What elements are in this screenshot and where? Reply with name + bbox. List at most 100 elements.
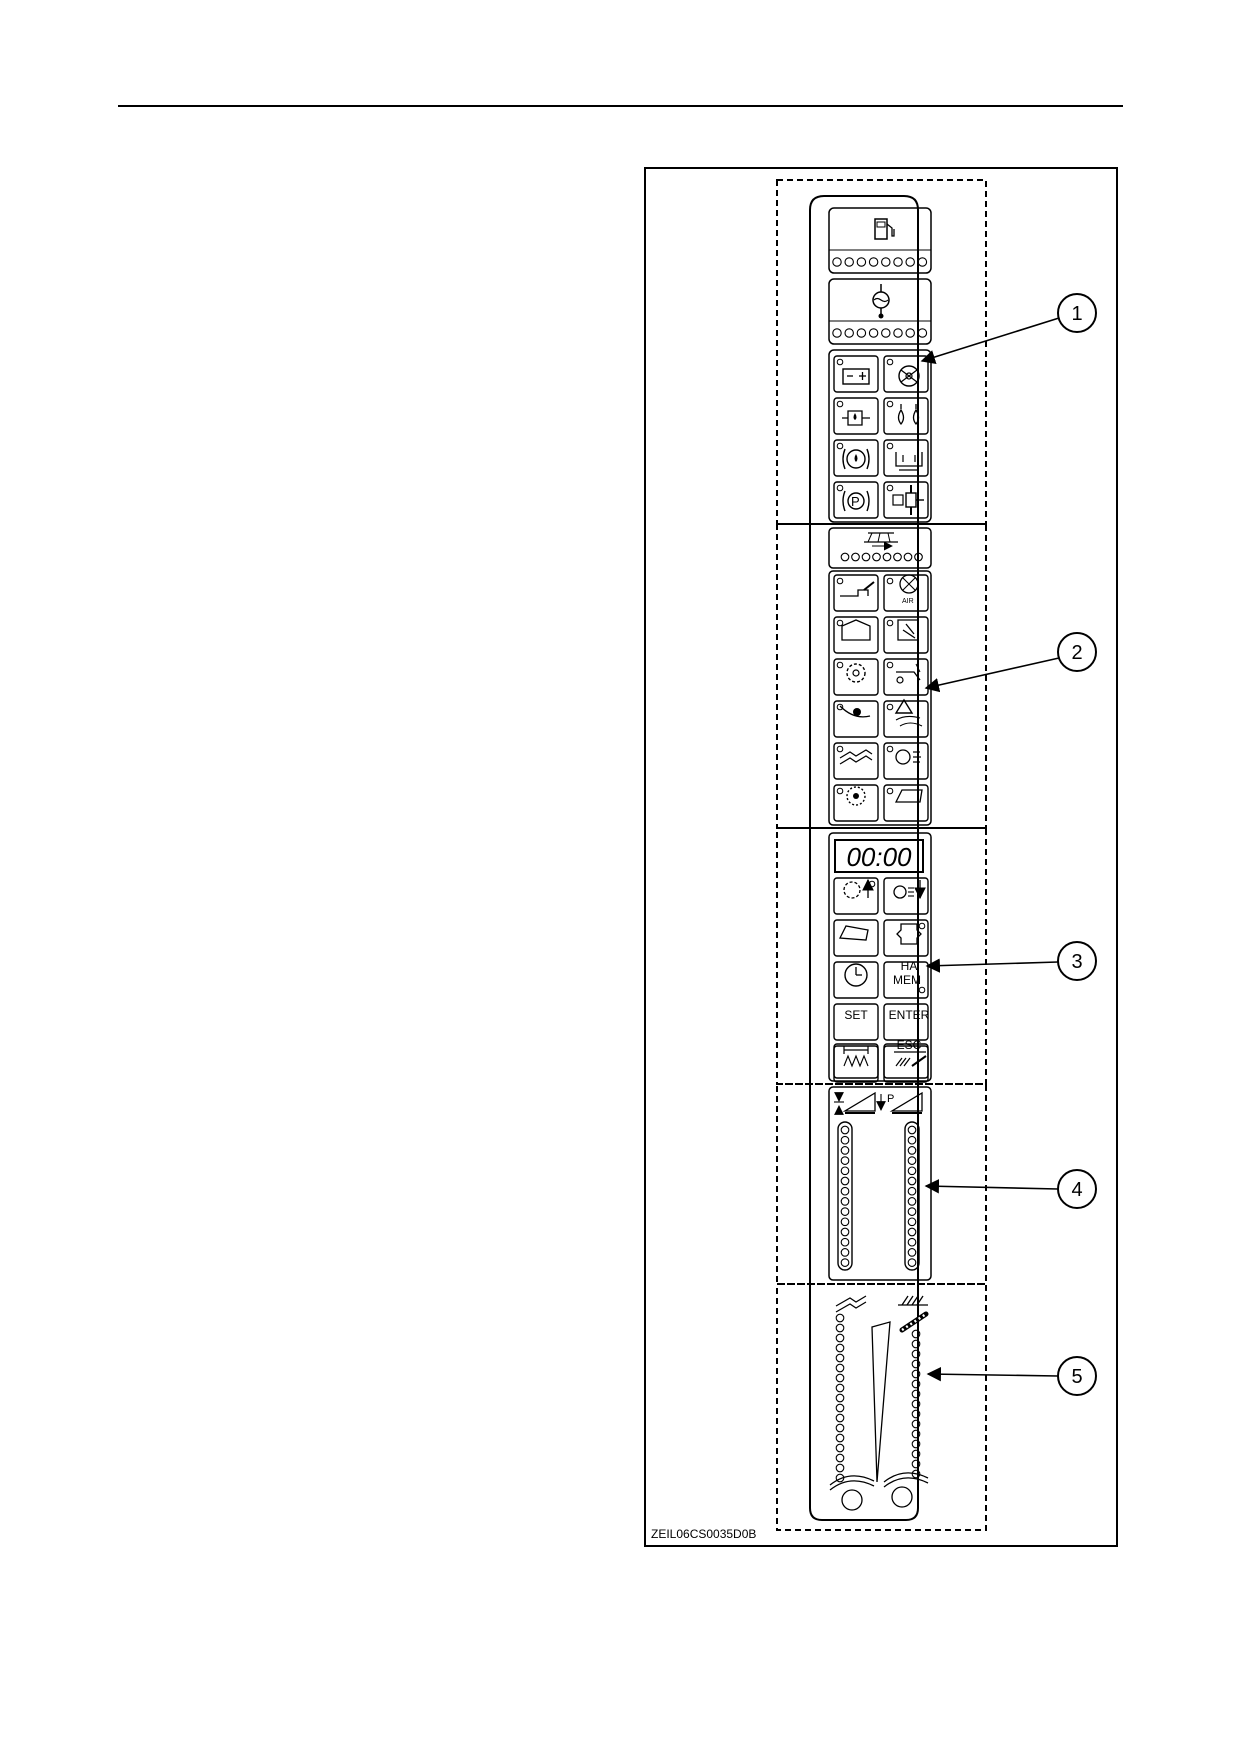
led — [911, 1449, 921, 1459]
led — [907, 1146, 917, 1155]
clock-icon — [844, 963, 868, 987]
button-cell — [833, 784, 879, 822]
header-led-row — [840, 552, 923, 562]
led — [903, 552, 913, 562]
brake-fluid-icon — [842, 448, 870, 470]
led — [832, 257, 842, 267]
button-led — [886, 745, 894, 753]
led — [856, 328, 867, 338]
button-cell — [833, 700, 879, 738]
callout-4-number: 4 — [1071, 1179, 1082, 1201]
led — [835, 1413, 845, 1423]
led — [835, 1453, 845, 1463]
button-cell — [883, 742, 929, 780]
led — [835, 1383, 845, 1393]
engine-temperature-icon — [872, 284, 890, 319]
button-cell — [833, 481, 879, 519]
loss-dial-left — [829, 1475, 875, 1511]
led — [893, 552, 902, 562]
callout-1-number: 1 — [1071, 303, 1082, 325]
led — [840, 1146, 850, 1155]
led — [835, 1463, 845, 1473]
led — [835, 1343, 845, 1353]
feeder-icon — [894, 789, 923, 803]
led — [840, 1217, 850, 1227]
led — [907, 1258, 917, 1267]
led — [907, 1207, 917, 1216]
figure-code: ZEIL06CS0035D0B — [651, 1527, 756, 1541]
esc-label: ESC — [897, 1038, 922, 1052]
led — [911, 1409, 921, 1419]
led — [840, 1176, 850, 1186]
button-led — [836, 577, 844, 585]
led — [835, 1373, 845, 1383]
fuel-icon — [874, 218, 895, 240]
led — [911, 1329, 921, 1339]
cutting-width-icon — [843, 1046, 869, 1068]
enter-label: ENTER — [889, 1008, 930, 1022]
led — [844, 257, 854, 267]
section-5-box — [776, 1283, 987, 1531]
button-led — [886, 484, 894, 492]
section-3-box — [776, 827, 987, 1085]
button-cell — [833, 961, 879, 999]
callout-2-number: 2 — [1071, 642, 1082, 664]
led — [882, 552, 892, 562]
led — [907, 1156, 917, 1165]
led — [835, 1363, 845, 1373]
engine-oil-pressure-icon — [842, 410, 870, 426]
led — [832, 328, 842, 338]
loss-dial-right — [883, 1472, 929, 1508]
led — [872, 552, 881, 562]
led — [835, 1403, 845, 1413]
led — [911, 1429, 921, 1439]
led — [851, 552, 860, 562]
grain-tank-icon — [841, 619, 871, 641]
chopper-icon — [896, 663, 921, 684]
led — [840, 1166, 850, 1176]
section-2-buttons — [833, 574, 929, 822]
led — [835, 1433, 845, 1443]
led — [907, 1166, 917, 1176]
temperature-led-row — [832, 328, 928, 338]
feeder-rate-icon — [838, 925, 869, 941]
led — [907, 1237, 917, 1247]
straw-walker-icon — [897, 619, 919, 641]
callout-3-number: 3 — [1071, 951, 1082, 973]
button-cell — [833, 355, 879, 393]
sieve-button-icon — [894, 1051, 927, 1067]
button-led — [868, 880, 876, 888]
mem-label: MEM — [893, 973, 921, 987]
walker-loss-icon — [898, 1295, 929, 1333]
button-cell — [883, 700, 929, 738]
callout-1: 1 — [920, 293, 1097, 364]
section-1-box — [776, 179, 987, 525]
led — [840, 552, 850, 562]
led — [911, 1439, 921, 1449]
button-led — [836, 661, 844, 669]
led — [835, 1443, 845, 1453]
top-rule — [118, 105, 1123, 107]
button-cell — [833, 574, 879, 612]
fuel-led-row — [832, 257, 928, 267]
section-4-led-columns — [840, 1125, 917, 1267]
rotor-icon — [846, 663, 866, 683]
led — [911, 1359, 921, 1369]
led — [868, 257, 879, 267]
led — [917, 328, 928, 338]
led — [917, 257, 928, 267]
air-label: AIR — [902, 598, 914, 605]
warning-icon — [894, 698, 923, 727]
led — [840, 1135, 850, 1145]
button-led — [836, 619, 844, 627]
hydraulic-oil-icon — [897, 404, 920, 426]
section-3-grid — [828, 832, 932, 1082]
section-1-grid — [828, 349, 932, 523]
led — [856, 257, 867, 267]
led — [893, 328, 903, 338]
button-led — [918, 922, 926, 930]
button-cell — [833, 742, 879, 780]
button-cell — [883, 616, 929, 654]
fan-speed-down-icon — [893, 880, 926, 900]
